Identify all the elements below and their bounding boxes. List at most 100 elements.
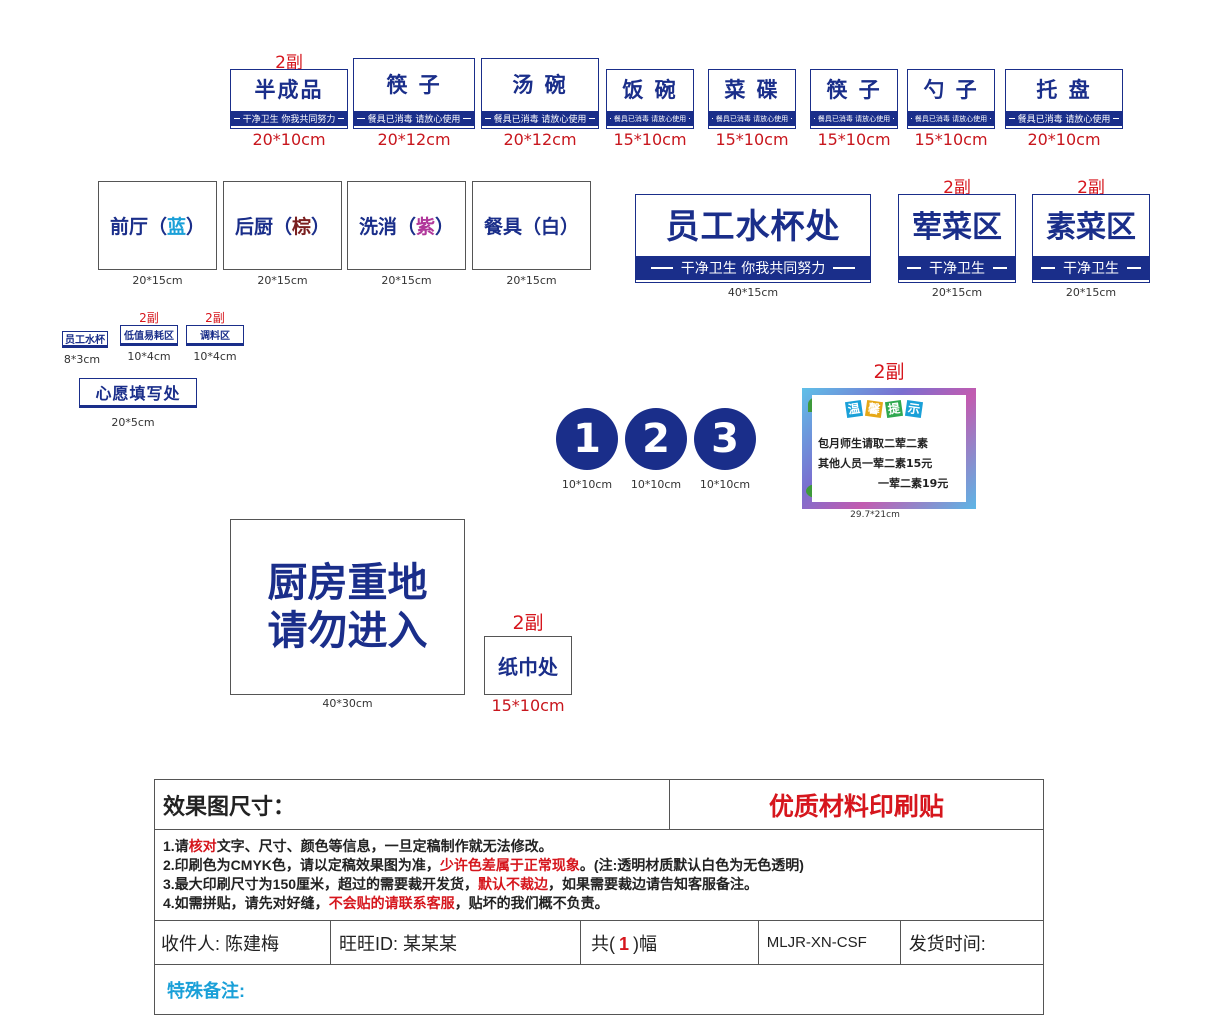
dimension-label: 15*10cm xyxy=(613,130,687,149)
notice-poster: 温 馨 提 示 包月师生请取二荤二素 其他人员一荤二素15元 一荤二素19元 xyxy=(802,388,976,509)
dimension-label: 8*3cm xyxy=(63,353,101,366)
ship-time-cell: 发货时间: xyxy=(899,920,1045,965)
sign-title: 员工水杯处 xyxy=(665,207,841,247)
notice-title: 温 馨 提 示 xyxy=(844,399,924,419)
sign-tableware: 餐具（白） xyxy=(472,181,591,270)
dimension-label: 10*10cm xyxy=(699,478,751,491)
sign-back-kitchen: 后厨（棕） xyxy=(223,181,342,270)
title-char: 馨 xyxy=(864,399,884,419)
sign-subtitle: 餐具已消毒 请放心使用 xyxy=(908,111,994,126)
qty-label: 2副 xyxy=(275,53,303,73)
sign-chopsticks-large: 筷 子 餐具已消毒 请放心使用 xyxy=(353,58,475,129)
sign-subtitle: 干净卫生 xyxy=(899,256,1015,280)
dimension-label: 15*10cm xyxy=(491,696,565,715)
material-cell: 优质材料印刷贴 xyxy=(668,779,1045,830)
sign-kitchen-no-entry: 厨房重地 请勿进入 xyxy=(230,519,465,695)
sign-title: 筷 子 xyxy=(826,78,882,102)
sign-dish: 菜 碟 餐具已消毒 请放心使用 xyxy=(708,69,796,129)
dimension-label: 20*12cm xyxy=(377,130,451,149)
qty-label: 2副 xyxy=(139,311,159,325)
receiver-cell: 收件人: 陈建梅 xyxy=(154,920,331,965)
number-circle-1: 1 xyxy=(556,408,618,470)
color-word: 白 xyxy=(541,216,561,238)
dimension-label: 10*10cm xyxy=(630,478,682,491)
sign-wash-disinfect: 洗消（紫） xyxy=(347,181,466,270)
sign-subtitle: 餐具已消毒 请放心使用 xyxy=(482,111,598,126)
sign-subtitle: 干净卫生 xyxy=(1033,256,1149,280)
sign-semi-finished: 半成品 干净卫生 你我共同努力 xyxy=(230,69,348,129)
notes-cell: 1.请核对文字、尺寸、颜色等信息，一旦定稿制作就无法修改。 2.印刷色为CMYK… xyxy=(154,829,1044,921)
dimension-label: 20*15cm xyxy=(381,274,432,287)
dimension-label: 10*4cm xyxy=(127,350,171,363)
qty-label: 2副 xyxy=(873,361,905,383)
dimension-label: 15*10cm xyxy=(715,130,789,149)
dimension-label: 10*10cm xyxy=(561,478,613,491)
dimension-label: 15*10cm xyxy=(914,130,988,149)
notice-line-2: 其他人员一荤二素15元 xyxy=(818,457,933,470)
notice-line-3: 一荤二素19元 xyxy=(878,477,949,490)
qty-label: 2副 xyxy=(943,178,971,198)
sign-subtitle: 餐具已消毒 请放心使用 xyxy=(709,111,795,126)
dimension-label: 20*15cm xyxy=(931,286,983,299)
sign-staff-cup-mini: 员工水杯 xyxy=(62,331,108,348)
color-word: 棕 xyxy=(292,216,312,238)
sign-subtitle: 餐具已消毒 请放心使用 xyxy=(354,111,474,126)
notice-line-1: 包月师生请取二荤二素 xyxy=(818,437,928,450)
qty-label: 2副 xyxy=(205,311,225,325)
dimension-label: 20*12cm xyxy=(503,130,577,149)
sign-spoon: 勺 子 餐具已消毒 请放心使用 xyxy=(907,69,995,129)
code-cell: MLJR-XN-CSF xyxy=(757,920,901,965)
qty-label: 2副 xyxy=(1077,178,1105,198)
sign-title: 筷 子 xyxy=(386,72,442,97)
dimension-label: 20*5cm xyxy=(111,416,155,429)
dimension-label: 10*4cm xyxy=(193,350,237,363)
sign-seasoning-area: 调料区 xyxy=(186,325,244,346)
sign-title: 勺 子 xyxy=(923,78,979,102)
size-label-cell: 效果图尺寸： xyxy=(154,779,670,830)
sign-meat-area: 荤菜区 干净卫生 xyxy=(898,194,1016,283)
dimension-label: 20*15cm xyxy=(506,274,557,287)
title-char: 温 xyxy=(844,399,864,419)
title-char: 提 xyxy=(884,399,904,419)
remark-cell: 特殊备注: xyxy=(154,964,1044,1015)
number-circle-3: 3 xyxy=(694,408,756,470)
note-line: 3.最大印刷尺寸为150厘米，超过的需要裁开发货，默认不裁边，如果需要裁边请告知… xyxy=(163,876,759,892)
sign-wish-writing: 心愿填写处 xyxy=(79,378,197,408)
dimension-label: 15*10cm xyxy=(817,130,891,149)
dimension-label: 29.7*21cm xyxy=(850,510,900,520)
sign-staff-cup: 员工水杯处 干净卫生 你我共同努力 xyxy=(635,194,871,283)
color-word: 蓝 xyxy=(167,216,187,238)
number-circle-2: 2 xyxy=(625,408,687,470)
sign-title: 素菜区 xyxy=(1046,209,1136,245)
sign-subtitle: 餐具已消毒 请放心使用 xyxy=(1006,111,1122,126)
count-value: 1 xyxy=(619,933,630,954)
kitchen-line-1: 厨房重地 xyxy=(267,560,428,606)
sign-title: 饭 碗 xyxy=(622,78,678,102)
note-line: 4.如需拼贴，请先对好缝，不会贴的请联系客服，贴坏的我们概不负责。 xyxy=(163,895,609,911)
sign-chopsticks-small: 筷 子 餐具已消毒 请放心使用 xyxy=(810,69,898,129)
sign-subtitle: 干净卫生 你我共同努力 xyxy=(231,111,347,126)
title-char: 示 xyxy=(904,399,924,419)
sign-front-hall: 前厅（蓝） xyxy=(98,181,217,270)
note-line: 2.印刷色为CMYK色，请以定稿效果图为准，少许色差属于正常现象。(注:透明材质… xyxy=(163,857,804,873)
sign-title: 菜 碟 xyxy=(724,78,780,102)
order-info-table: 效果图尺寸： 优质材料印刷贴 1.请核对文字、尺寸、颜色等信息，一旦定稿制作就无… xyxy=(154,779,1045,1015)
sign-title: 托 盘 xyxy=(1036,78,1092,102)
dimension-label: 20*10cm xyxy=(1027,130,1101,149)
sign-title: 汤 碗 xyxy=(512,72,568,97)
sign-rice-bowl: 饭 碗 餐具已消毒 请放心使用 xyxy=(606,69,694,129)
dimension-label: 20*10cm xyxy=(252,130,326,149)
wangwang-cell: 旺旺ID: 某某某 xyxy=(330,920,581,965)
sign-subtitle: 餐具已消毒 请放心使用 xyxy=(607,111,693,126)
sign-tray: 托 盘 餐具已消毒 请放心使用 xyxy=(1005,69,1123,129)
dimension-label: 20*15cm xyxy=(1065,286,1117,299)
sign-soup-bowl: 汤 碗 餐具已消毒 请放心使用 xyxy=(481,58,599,129)
color-word: 紫 xyxy=(416,216,436,238)
sign-title: 荤菜区 xyxy=(912,209,1002,245)
kitchen-line-2: 请勿进入 xyxy=(267,608,428,654)
dimension-label: 20*15cm xyxy=(257,274,308,287)
sign-subtitle: 干净卫生 你我共同努力 xyxy=(636,256,870,280)
sign-title: 半成品 xyxy=(254,78,324,102)
qty-label: 2副 xyxy=(512,612,544,634)
dimension-label: 20*15cm xyxy=(132,274,183,287)
